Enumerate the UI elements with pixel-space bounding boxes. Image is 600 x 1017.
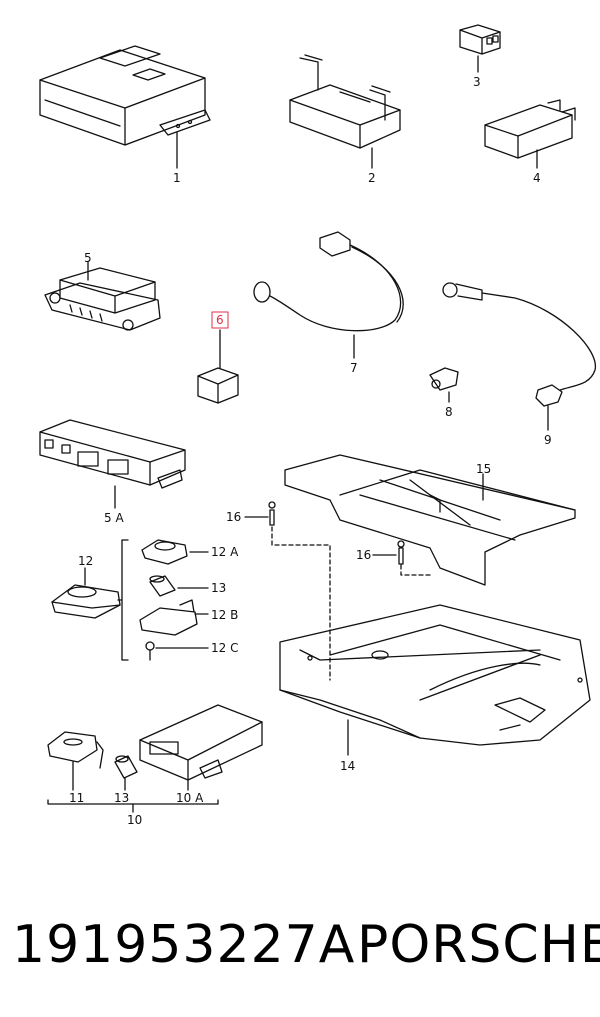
callout-11: 11	[69, 791, 84, 805]
footer: 191953227A PORSCHE	[0, 900, 600, 990]
part-12-sensor-unit[interactable]	[51, 567, 121, 619]
part-6-relay[interactable]	[197, 329, 239, 404]
callout-12a: 12 A	[211, 545, 239, 559]
callout-5: 5	[84, 251, 92, 265]
part-5a-control-unit[interactable]	[39, 419, 186, 509]
callout-2: 2	[368, 171, 376, 185]
part-14-base-tray[interactable]	[279, 604, 591, 756]
callout-6: 6	[216, 313, 224, 327]
part-7-knock-sensor[interactable]	[253, 231, 404, 359]
part-3-relay-plug[interactable]	[459, 24, 501, 73]
highlight-box	[211, 311, 229, 329]
part-13-sleeve-bottom[interactable]	[114, 755, 138, 791]
group-bracket-12	[121, 539, 129, 661]
callout-12c: 12 C	[211, 641, 238, 655]
callout-14: 14	[340, 759, 355, 773]
part-10a-control-unit[interactable]	[139, 704, 263, 791]
part-12b[interactable]	[139, 599, 209, 636]
callout-16-a: 16	[226, 510, 241, 524]
callout-15: 15	[476, 462, 491, 476]
part-11[interactable]	[47, 731, 104, 791]
callout-4: 4	[533, 171, 541, 185]
part-8-connector[interactable]	[429, 367, 459, 403]
callout-10: 10	[127, 813, 142, 827]
part-12c-screw[interactable]	[145, 641, 209, 661]
callout-3: 3	[473, 75, 481, 89]
part-13-sleeve[interactable]	[149, 575, 209, 597]
brand-name: PORSCHE	[357, 915, 600, 975]
part-5-module[interactable]	[44, 261, 161, 331]
part-9-sensor-cable[interactable]	[442, 282, 596, 431]
callout-8: 8	[445, 405, 453, 419]
callout-7: 7	[350, 361, 358, 375]
callout-12: 12	[78, 554, 93, 568]
callout-16-b: 16	[356, 548, 371, 562]
part-12a[interactable]	[141, 539, 209, 565]
alignment-line-b	[400, 564, 431, 576]
part-4-relay-block[interactable]	[484, 99, 576, 169]
callout-1: 1	[173, 171, 181, 185]
part-15-bracket-plate[interactable]	[284, 454, 576, 586]
part-16-screw-a[interactable]	[244, 501, 276, 526]
part-number: 191953227A	[12, 915, 356, 975]
callout-10a: 10 A	[176, 791, 204, 805]
part-1-control-unit[interactable]	[39, 45, 211, 169]
callout-5a: 5 A	[104, 511, 124, 525]
callout-13-bottom: 13	[114, 791, 129, 805]
callout-9: 9	[544, 433, 552, 447]
part-16-screw-b[interactable]	[372, 540, 405, 565]
parts-diagram: 1 2 3 4 5 5 A 6 7 8 9 10 10 A 11 12 12 A…	[39, 24, 596, 827]
part-2-bracket-unit[interactable]	[289, 54, 401, 169]
callout-13: 13	[211, 581, 226, 595]
alignment-line-a	[271, 526, 331, 681]
callout-12b: 12 B	[211, 608, 238, 622]
